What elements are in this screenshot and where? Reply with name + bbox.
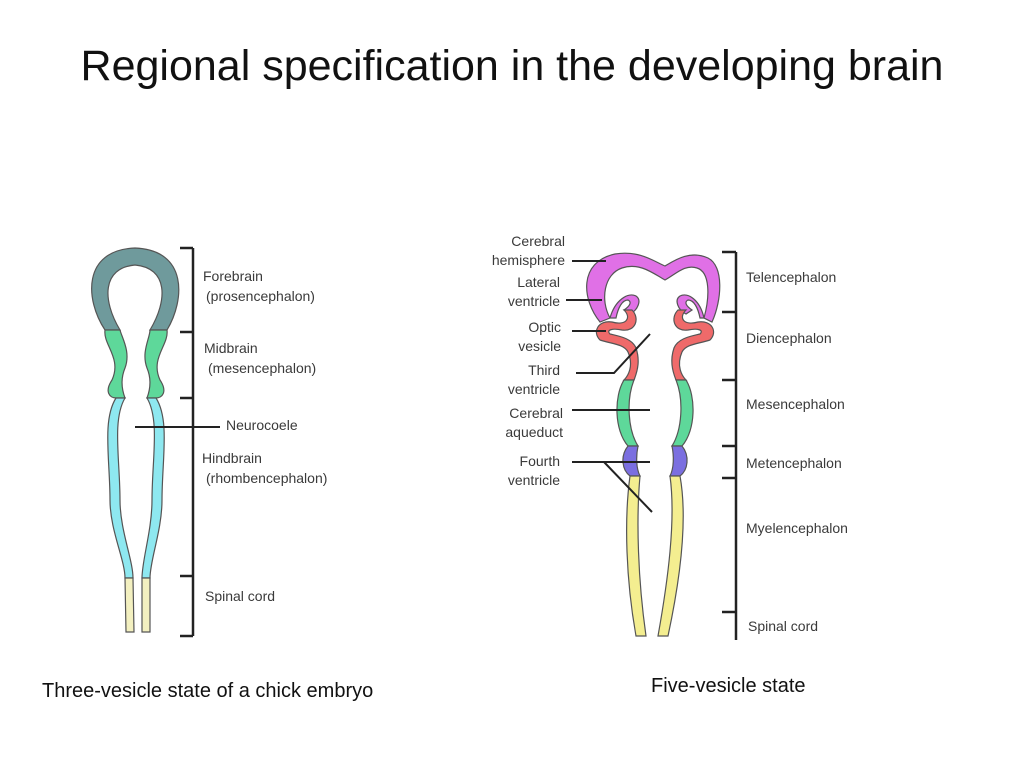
label-spinal-cord-left: Spinal cord [205, 588, 275, 604]
three-vesicle-bracket [180, 246, 195, 638]
caption-three-vesicle: Three-vesicle state of a chick embryo [42, 680, 374, 702]
midbrain-vesicle [104, 329, 128, 399]
label-lateral-ventricle: ventricle [508, 293, 560, 309]
label-telencephalon: Telencephalon [746, 269, 836, 285]
label-optic: Optic [528, 319, 561, 335]
telencephalon-vesicle [586, 252, 721, 323]
label-rhombencephalon: (rhombencephalon) [206, 470, 327, 486]
label-hemisphere: hemisphere [492, 252, 565, 268]
label-third-ventricle: ventricle [508, 381, 560, 397]
five-vesicle-pointers [566, 260, 653, 513]
label-third: Third [528, 362, 560, 378]
mesencephalon-vesicle [616, 379, 640, 447]
five-vesicle-embryo [586, 252, 721, 637]
slide-title: Regional specification in the developing… [80, 42, 944, 90]
myelencephalon-vesicle [626, 475, 647, 637]
label-fourth: Fourth [520, 453, 560, 469]
label-forebrain: Forebrain [203, 268, 263, 284]
five-vesicle-right-labels: Telencephalon Diencephalon Mesencephalon… [746, 269, 848, 634]
mesencephalon-vesicle-right [670, 379, 694, 447]
label-aqueduct: aqueduct [505, 424, 563, 440]
spinal-cord-right [141, 577, 151, 633]
label-metencephalon: Metencephalon [746, 455, 842, 471]
label-fourth-ventricle: ventricle [508, 472, 560, 488]
label-vesicle: vesicle [518, 338, 561, 354]
hindbrain-vesicle-right [141, 397, 165, 579]
spinal-cord-left [124, 577, 135, 633]
label-diencephalon: Diencephalon [746, 330, 832, 346]
caption-five-vesicle: Five-vesicle state [651, 675, 806, 697]
label-aqueduct-cerebral: Cerebral [509, 405, 563, 421]
label-mesencephalon: Mesencephalon [746, 396, 845, 412]
label-cerebral: Cerebral [511, 233, 565, 249]
label-hindbrain: Hindbrain [202, 450, 262, 466]
metencephalon-vesicle-right [669, 445, 688, 477]
three-vesicle-embryo [91, 247, 180, 633]
forebrain-vesicle [91, 247, 180, 331]
label-lateral: Lateral [517, 274, 560, 290]
label-prosencephalon: (prosencephalon) [206, 288, 315, 304]
midbrain-vesicle-right [144, 329, 168, 399]
label-spinal-cord-right: Spinal cord [748, 618, 818, 634]
myelencephalon-vesicle-right [657, 475, 684, 637]
five-vesicle-bracket [722, 250, 738, 640]
five-vesicle-left-labels: Cerebral hemisphere Lateral ventricle Op… [492, 233, 565, 488]
label-midbrain: Midbrain [204, 340, 258, 356]
label-myelencephalon: Myelencephalon [746, 520, 848, 536]
hindbrain-vesicle [107, 397, 134, 579]
label-mesencephalon: (mesencephalon) [208, 360, 316, 376]
label-neurocoele: Neurocoele [226, 417, 298, 433]
diencephalon-vesicle-right [671, 309, 715, 381]
